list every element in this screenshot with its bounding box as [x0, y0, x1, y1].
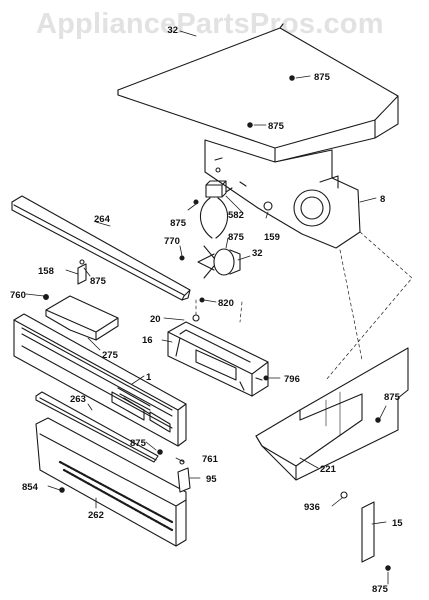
callout-label: 8 [380, 194, 385, 205]
callout-label: 875 [130, 438, 147, 449]
part-plate-15 [361, 501, 375, 563]
leader-lines [25, 30, 389, 585]
callout-label: 221 [320, 464, 337, 475]
callout-label: 20 [150, 314, 161, 325]
callout-label: 158 [38, 266, 54, 277]
part-bracket-275 [45, 295, 119, 341]
part-rear-bracket [204, 139, 361, 249]
part-clip [77, 259, 87, 285]
callout-label: 159 [264, 232, 280, 243]
callout-label: 32 [167, 25, 178, 36]
callout-label: 875 [314, 72, 331, 83]
callout-label: 32 [252, 248, 263, 259]
callout-label: 875 [268, 121, 285, 132]
part-top-panel [117, 23, 399, 163]
callout-label: 95 [206, 474, 217, 485]
callout-label: 275 [102, 350, 119, 361]
callout-label: 875 [372, 584, 389, 595]
part-control-panel [13, 313, 187, 447]
callout-label: 262 [88, 510, 104, 521]
assembly-lines [195, 231, 413, 381]
callout-label: 16 [142, 335, 153, 346]
callout-label: 875 [170, 218, 187, 229]
callout-label: 15 [392, 518, 403, 529]
callout-label: 761 [202, 454, 219, 465]
part-side-panel [255, 347, 409, 481]
callout-label: 875 [228, 232, 245, 243]
callout-label: 770 [164, 236, 180, 247]
callout-label: 875 [384, 392, 401, 403]
callout-label: 820 [218, 298, 234, 309]
callout-label: 582 [228, 210, 244, 221]
callout-label: 796 [284, 374, 300, 385]
part-rail [11, 195, 191, 301]
watermark: AppliancePartsPros.com [36, 8, 384, 40]
callout-labels: 32 875 875 8 264 875 582 159 770 875 32 … [10, 25, 403, 595]
part-vent-grille [35, 417, 187, 547]
callout-label: 936 [304, 502, 320, 513]
part-control-board [167, 314, 269, 397]
callout-label: 264 [94, 214, 111, 225]
callout-label: 854 [22, 482, 39, 493]
part-trim-strip [35, 391, 159, 463]
part-clip-95 [177, 459, 191, 493]
callout-label: 875 [90, 276, 107, 287]
callout-label: 760 [10, 290, 26, 301]
callout-label: 263 [70, 394, 86, 405]
part-fan-motor [197, 180, 273, 279]
callout-label: 1 [146, 372, 152, 383]
